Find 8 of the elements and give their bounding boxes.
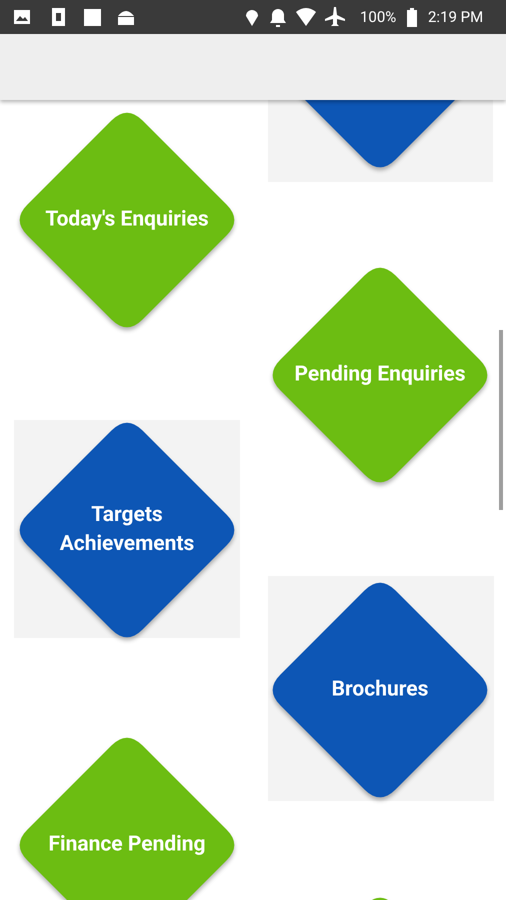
app-bar (0, 34, 506, 100)
tile-label: Brochures (330, 676, 430, 704)
clock-time: 2:19 PM (428, 8, 484, 26)
battery-percentage: 100% (360, 8, 396, 26)
tile-label: Finance Pending (47, 832, 207, 858)
tile-label: Targets Achievements (58, 502, 196, 558)
tile-label: Today's Enquiries (44, 206, 210, 234)
tile-label: Pending Enquiries (293, 362, 466, 388)
